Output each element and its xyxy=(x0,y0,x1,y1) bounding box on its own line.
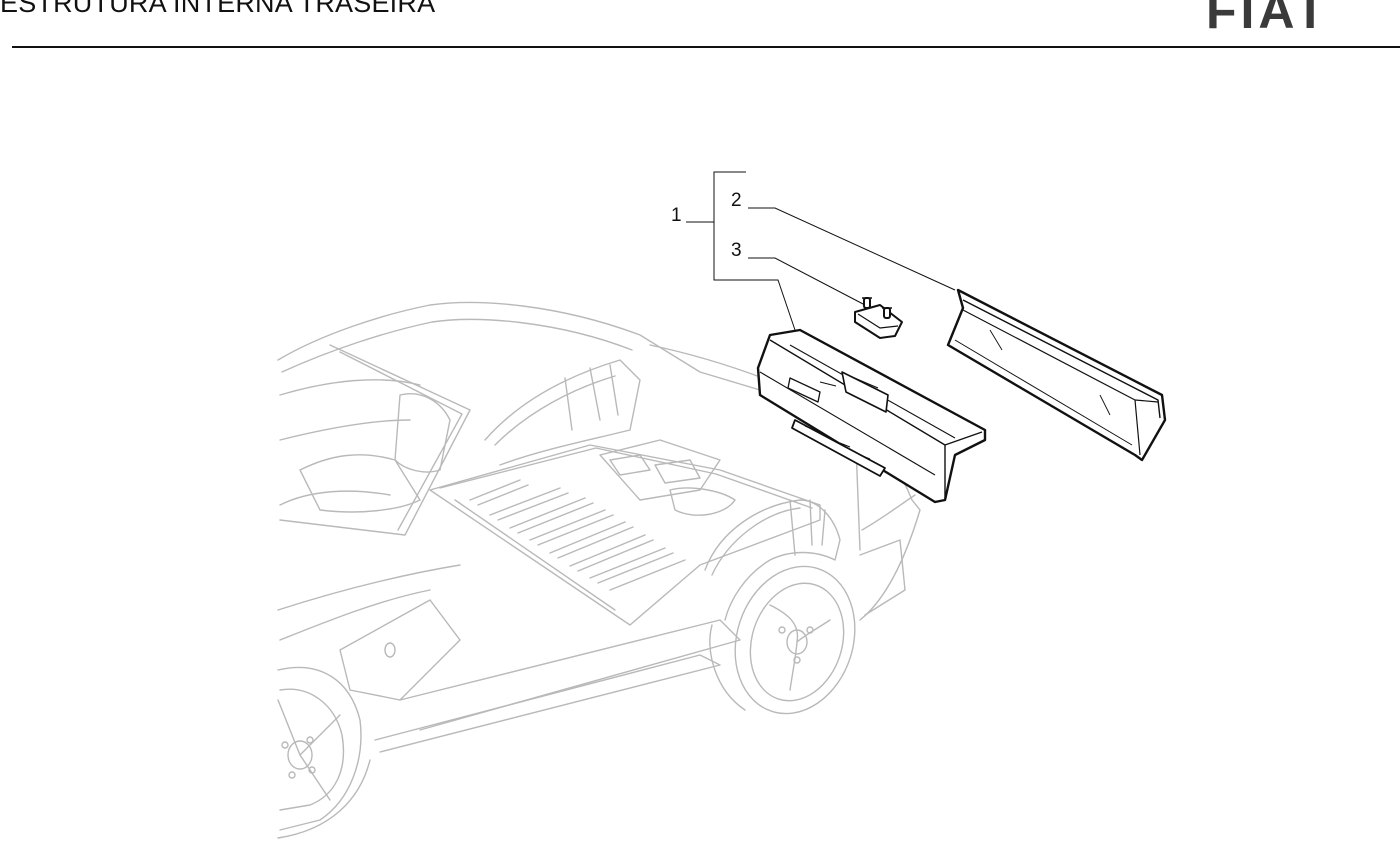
striker-bracket xyxy=(854,297,903,339)
brand-text: FIAT xyxy=(1206,0,1330,39)
callout-label-1: 1 xyxy=(671,205,682,226)
leader-lines xyxy=(686,171,956,331)
page-title: ESTRUTURA INTERNA TRASEIRA xyxy=(0,0,436,18)
brand-logo: FIAT xyxy=(1206,0,1325,36)
assembly-bracket xyxy=(713,171,746,281)
rear-panel-cover xyxy=(946,288,1167,462)
header-divider xyxy=(12,46,1400,48)
rear-crossmember-panel xyxy=(756,328,987,504)
callout-label-3: 3 xyxy=(731,240,742,261)
vehicle-body-outline xyxy=(277,301,921,839)
callout-label-2: 2 xyxy=(731,190,742,211)
